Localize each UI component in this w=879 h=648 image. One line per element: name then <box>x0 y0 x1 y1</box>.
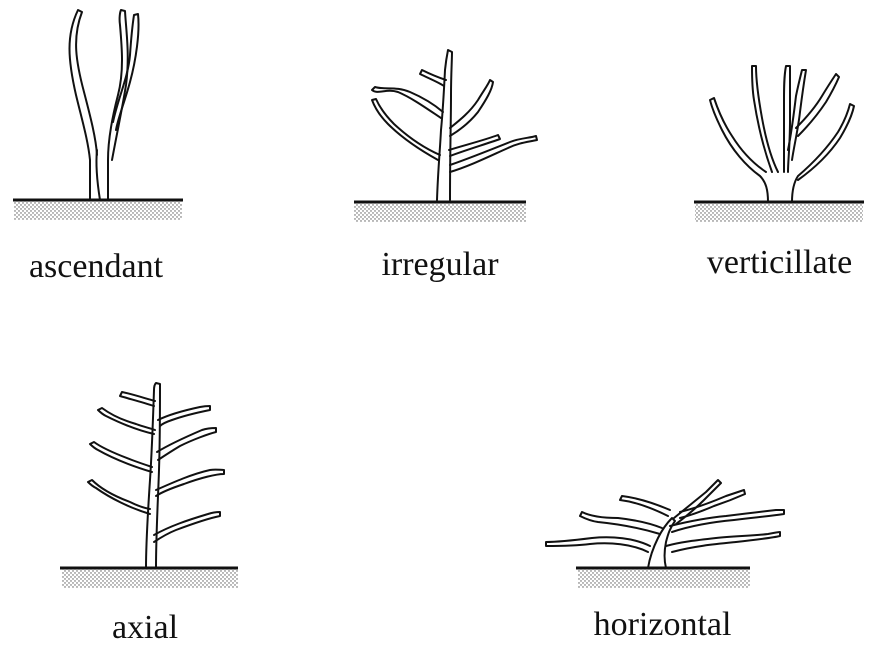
verticillate-tree-drawing <box>680 0 879 240</box>
figure-label: axial <box>80 608 210 648</box>
figure-label: verticillate <box>680 243 879 283</box>
ground-soil <box>14 200 182 220</box>
horizontal-branches <box>546 480 784 568</box>
irregular-tree-drawing <box>340 0 560 240</box>
figure-ascendant: ascendant <box>0 0 200 300</box>
horizontal-tree-drawing <box>540 460 820 590</box>
figure-label: horizontal <box>570 605 755 645</box>
ground-soil <box>62 568 238 588</box>
ascendant-tree-drawing <box>0 0 200 240</box>
figure-axial: axial <box>40 370 260 645</box>
figure-irregular: irregular <box>340 0 560 300</box>
axial-branches <box>88 383 224 568</box>
ground-soil <box>354 202 526 222</box>
irregular-branches <box>372 50 537 200</box>
figure-label: irregular <box>355 245 525 285</box>
axial-tree-drawing <box>40 370 260 600</box>
ground-soil <box>578 568 750 588</box>
ascendant-branches <box>70 10 139 200</box>
verticillate-branches <box>710 66 854 202</box>
figure-horizontal: horizontal <box>540 460 820 645</box>
ground-soil <box>695 202 863 222</box>
figure-label: ascendant <box>6 247 186 287</box>
figure-verticillate: verticillate <box>680 0 879 300</box>
